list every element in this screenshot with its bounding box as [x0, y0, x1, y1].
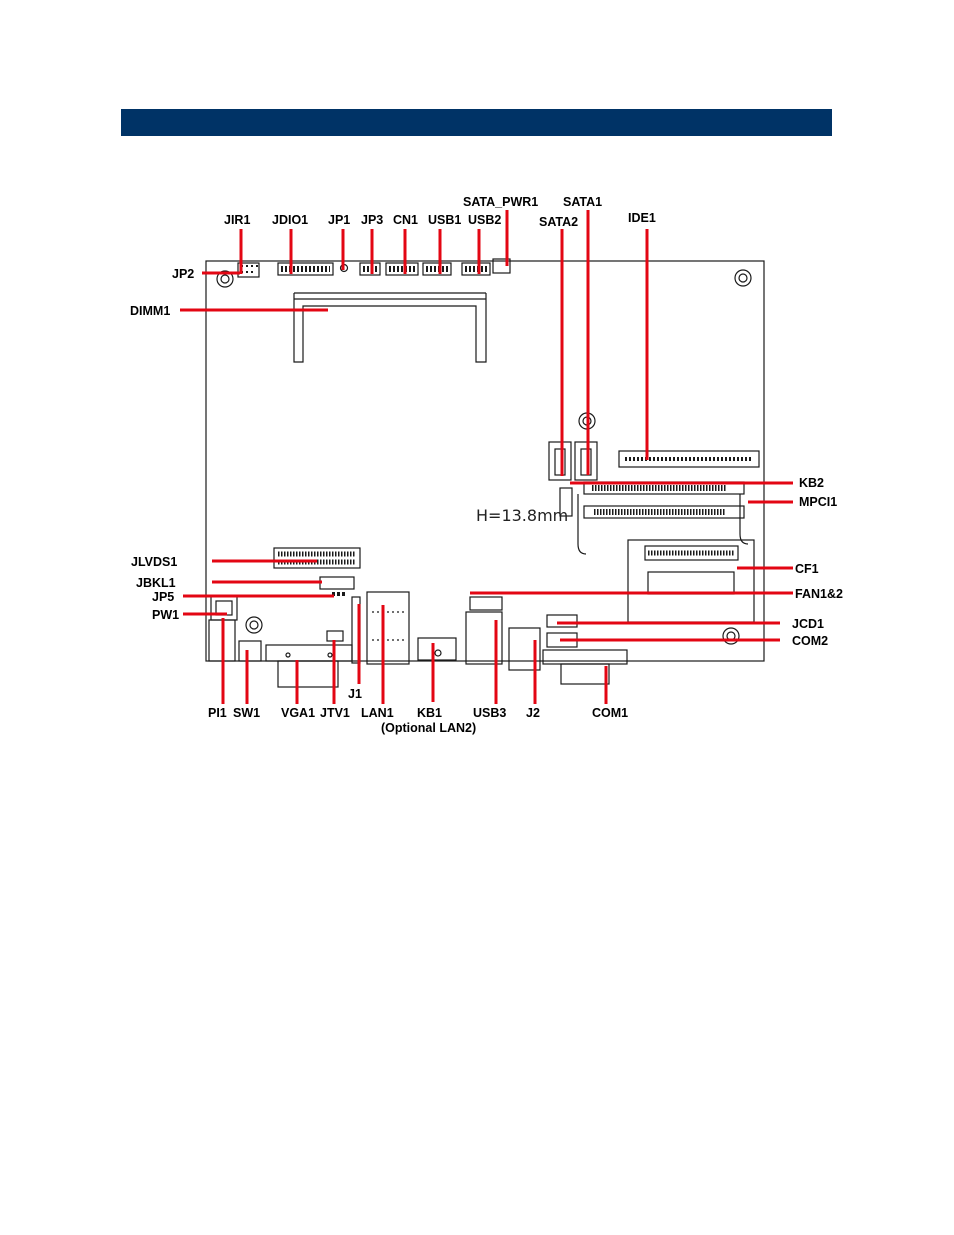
vga-connector: [266, 645, 352, 687]
board-outline: [206, 261, 764, 661]
dimm-socket: [294, 293, 486, 362]
label-jbkl1: JBKL1: [136, 576, 176, 590]
label-pi1: PI1: [208, 706, 227, 720]
fan-header: [470, 597, 502, 610]
label-optional-lan2: (Optional LAN2): [381, 721, 476, 735]
label-mpci1: MPCI1: [799, 495, 837, 509]
label-kb2: KB2: [799, 476, 824, 490]
height-note: H=13.8mm: [476, 506, 568, 525]
ide-connector: [619, 451, 759, 467]
label-vga1: VGA1: [281, 706, 315, 720]
label-dimm1: DIMM1: [130, 304, 170, 318]
com1-connector: [543, 650, 627, 684]
label-jp3: JP3: [361, 213, 383, 227]
top-headers: [238, 259, 510, 277]
jcd1-header: [547, 615, 577, 627]
sata-connectors: [549, 442, 597, 480]
label-lan1: LAN1: [361, 706, 394, 720]
label-j1: J1: [348, 687, 362, 701]
label-sata2: SATA2: [539, 215, 578, 229]
label-cf1: CF1: [795, 562, 819, 576]
label-sata1: SATA1: [563, 195, 602, 209]
label-fan1-2: FAN1&2: [795, 587, 843, 601]
label-pw1: PW1: [152, 608, 179, 622]
label-ide1: IDE1: [628, 211, 656, 225]
label-usb3: USB3: [473, 706, 506, 720]
label-j2: J2: [526, 706, 540, 720]
label-jlvds1: JLVDS1: [131, 555, 177, 569]
label-jcd1: JCD1: [792, 617, 824, 631]
lan-jack: [367, 592, 409, 664]
power-connector: [211, 596, 237, 620]
label-usb2: USB2: [468, 213, 501, 227]
label-com1: COM1: [592, 706, 628, 720]
label-jtv1: JTV1: [320, 706, 350, 720]
power-switch: [239, 641, 261, 661]
kb1-connector: [418, 638, 456, 660]
label-sw1: SW1: [233, 706, 260, 720]
label-kb1: KB1: [417, 706, 442, 720]
jbkl1-header: [320, 577, 354, 589]
label-cn1: CN1: [393, 213, 418, 227]
label-com2: COM2: [792, 634, 828, 648]
label-jdio1: JDIO1: [272, 213, 308, 227]
cf-slot: [628, 540, 754, 622]
lvds-connector: [274, 548, 360, 568]
label-jp2: JP2: [172, 267, 194, 281]
label-jir1: JIR1: [224, 213, 250, 227]
label-jp5: JP5: [152, 590, 174, 604]
label-usb1: USB1: [428, 213, 461, 227]
label-sata-pwr1: SATA_PWR1: [463, 195, 538, 209]
label-jp1: JP1: [328, 213, 350, 227]
jtv1-header: [327, 631, 343, 641]
mini-pci-slot: [578, 482, 748, 554]
component-labels: JIR1 JDIO1 JP1 JP3 CN1 USB1 USB2 SATA_PW…: [130, 195, 843, 735]
